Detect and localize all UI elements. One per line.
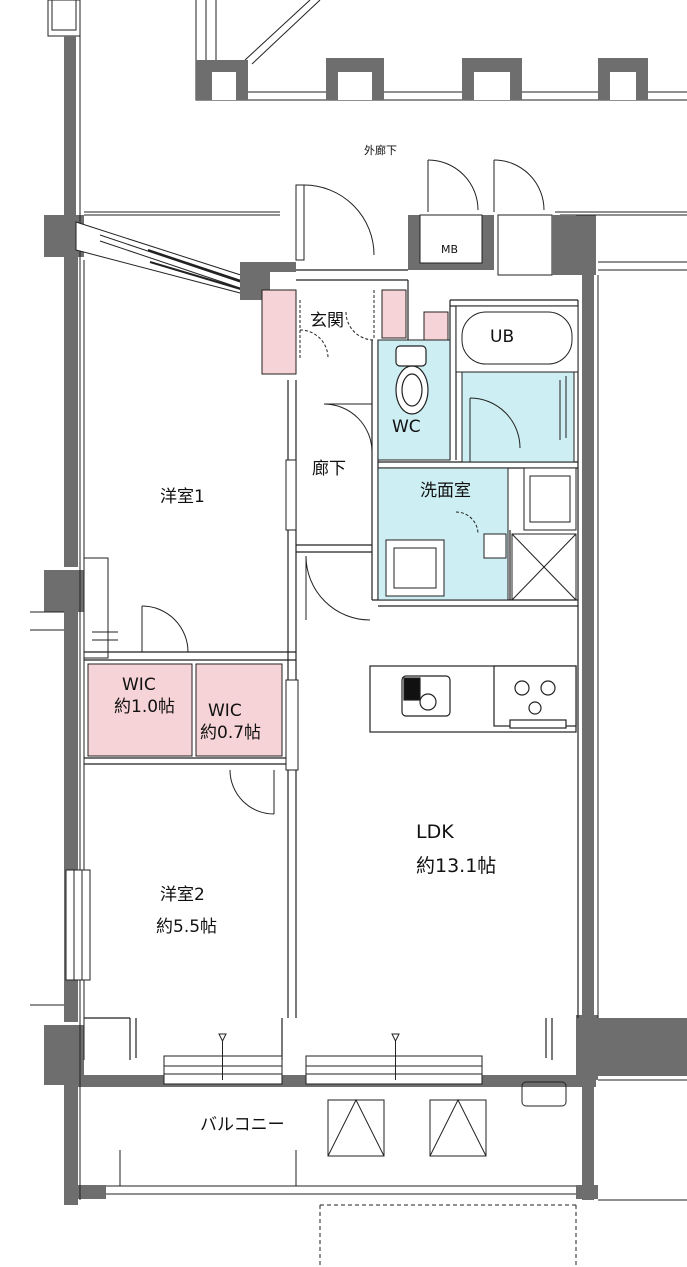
toilet: [395, 345, 429, 415]
wic-1-size: 約1.0帖: [114, 697, 176, 717]
wic-2-name: WIC: [208, 701, 242, 721]
window-markers: [218, 1033, 400, 1080]
meter-box: [408, 214, 576, 276]
unit-bath-label: UB: [490, 327, 515, 347]
western-room-2-name: 洋室2: [160, 885, 205, 905]
upper-column-notches: [212, 72, 636, 100]
entrance-label: 玄関: [310, 311, 344, 331]
wic-2-size: 約0.7帖: [200, 723, 262, 743]
upper-columns: [196, 58, 648, 100]
exterior-walls: [44, 36, 687, 1205]
western-room-1-label: 洋室1: [160, 487, 205, 507]
hallway-label: 廊下: [312, 459, 346, 479]
wic-1-name: WIC: [122, 675, 156, 695]
bath-tub: [455, 305, 579, 440]
ldk-name: LDK: [416, 821, 454, 843]
wash-basin: [385, 467, 577, 597]
outer-doors: [295, 159, 545, 261]
room-1-details: [83, 557, 118, 659]
interior-doors: [141, 290, 521, 815]
washroom-label: 洗面室: [420, 481, 471, 501]
ldk-size: 約13.1帖: [416, 855, 497, 877]
western-room-2-size: 約5.5帖: [156, 917, 218, 937]
toilet-label: WC: [392, 417, 421, 437]
kitchen-counter: [369, 665, 577, 733]
outer-corridor-label: 外廊下: [364, 144, 397, 157]
pantry: [511, 533, 577, 601]
angled-window: [75, 221, 251, 295]
meter-box-label: MB: [441, 243, 459, 256]
balcony-details: [106, 1081, 577, 1267]
balcony-label: バルコニー: [200, 1115, 285, 1135]
